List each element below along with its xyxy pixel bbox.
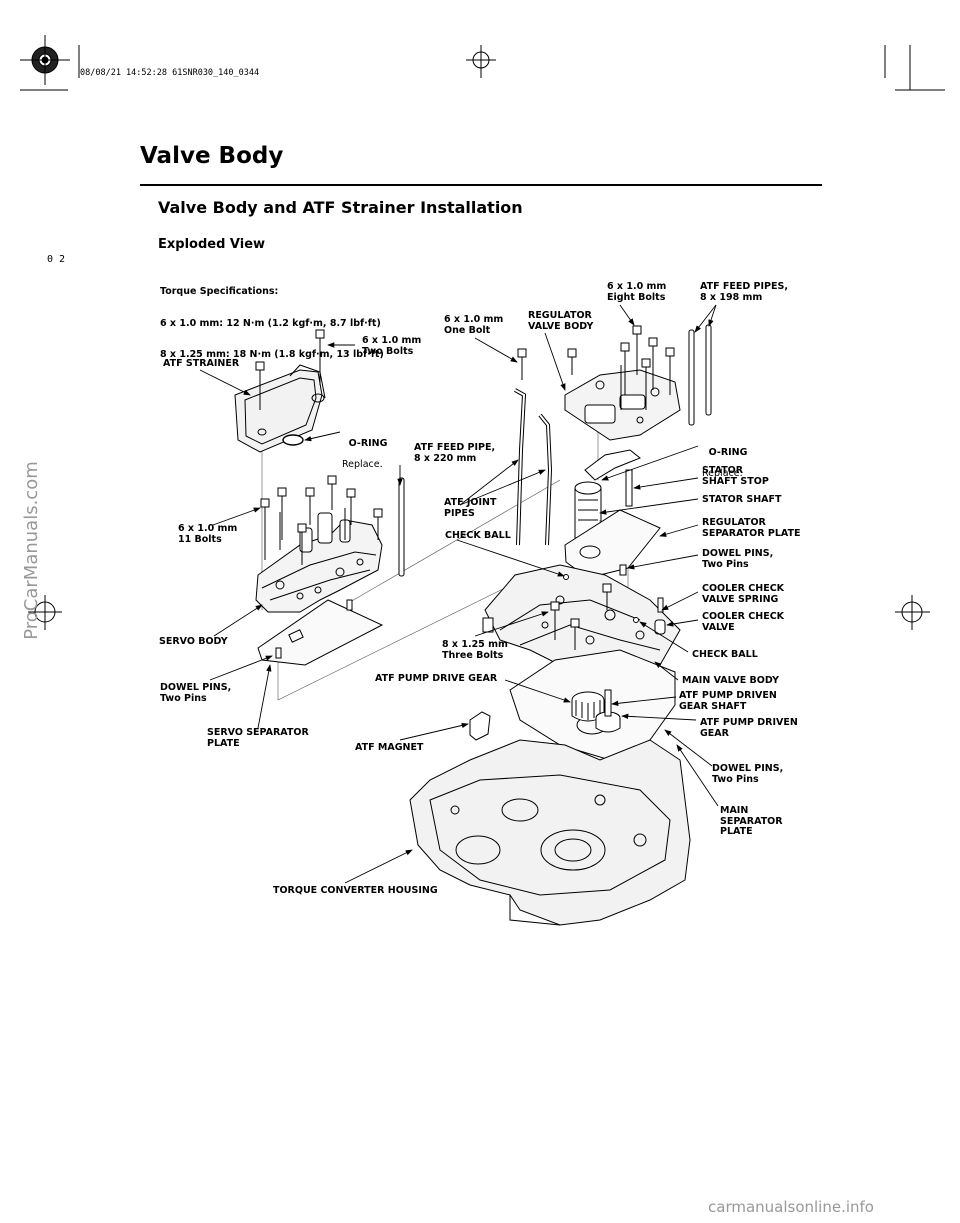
torque-specifications: Torque Specifications: 6 x 1.0 mm: 12 N·…: [160, 266, 384, 371]
servo-body-part: [255, 512, 383, 613]
stator-shaft-stop-part: [584, 449, 641, 481]
label-bolts-11: 6 x 1.0 mm 11 Bolts: [178, 523, 238, 545]
strainer-bolts: [255, 329, 325, 410]
regulator-valve-body-part: [564, 369, 681, 441]
view-title: Exploded View: [158, 237, 266, 252]
label-dowel-right-2: DOWEL PINS, Two Pins: [712, 763, 784, 785]
label-bolt-one: 6 x 1.0 mm One Bolt: [444, 314, 504, 336]
torque-line-2: 8 x 1.25 mm: 18 N·m (1.8 kgf·m, 13 lbf·f…: [160, 349, 384, 360]
side-watermark: ProCarManuals.com: [20, 461, 42, 640]
label-oring-left: O-RING Replace.: [342, 428, 387, 481]
regulator-bolts: [517, 325, 675, 410]
footer-watermark: carmanualsonline.info: [708, 1198, 874, 1216]
torque-line-1: 6 x 1.0 mm: 12 N·m (1.2 kgf·m, 8.7 lbf·f…: [160, 317, 381, 329]
side-mark: 0 2: [47, 254, 66, 265]
check-ball-left: [563, 574, 569, 580]
torque-converter-housing-part: [409, 739, 691, 926]
page-title: Valve Body and ATF Strainer Installation: [158, 198, 523, 217]
o-ring-left-part: [282, 434, 304, 446]
label-dowel-right-1: DOWEL PINS, Two Pins: [702, 548, 774, 570]
label-bolts-two: 6 x 1.0 mm Two Bolts: [362, 335, 422, 357]
label-joint-pipes: ATF JOINT PIPES: [444, 497, 497, 519]
print-timestamp: 08/08/21 14:52:28 61SNR030_140_0344: [80, 68, 260, 78]
oring-right-note: Replace.: [702, 467, 743, 479]
label-stator-shaft: STATOR SHAFT: [702, 494, 782, 505]
label-feed-pipe: ATF FEED PIPE, 8 x 220 mm: [414, 442, 496, 464]
servo-body-bolts: [260, 475, 383, 565]
label-driven-gear: ATF PUMP DRIVEN GEAR: [700, 717, 798, 739]
check-ball-right: [633, 617, 639, 623]
label-check-ball-left: CHECK BALL: [445, 530, 511, 541]
label-regulator-valve-body: REGULATOR VALVE BODY: [528, 310, 594, 332]
oring-left-note: Replace.: [342, 458, 383, 470]
atf-magnet-part: [469, 711, 491, 741]
label-atf-magnet: ATF MAGNET: [355, 742, 424, 753]
label-main-valve-body: MAIN VALVE BODY: [682, 675, 779, 686]
servo-separator-plate-part: [257, 599, 384, 666]
section-title: Valve Body: [140, 143, 284, 169]
label-torque-converter-housing: TORQUE CONVERTER HOUSING: [273, 885, 438, 896]
main-valve-bolts: [550, 583, 612, 650]
atf-feed-pipes-part: [688, 324, 712, 426]
label-main-separator: MAIN SEPARATOR PLATE: [720, 805, 783, 837]
label-driven-gear-shaft: ATF PUMP DRIVEN GEAR SHAFT: [679, 690, 777, 712]
atf-pump-drive-gear-part: [571, 691, 605, 722]
main-valve-body-part: [482, 564, 681, 681]
atf-strainer-part: [234, 364, 326, 453]
atf-pump-driven-gear-part: [595, 689, 621, 733]
label-feed-pipes: ATF FEED PIPES, 8 x 198 mm: [700, 281, 788, 303]
label-oring-right: O-RING Replace.: [702, 437, 747, 490]
torque-heading: Torque Specifications:: [160, 286, 279, 297]
label-check-ball-right: CHECK BALL: [692, 649, 758, 660]
label-atf-strainer: ATF STRAINER: [163, 358, 240, 369]
label-dowel-left: DOWEL PINS, Two Pins: [160, 682, 232, 704]
label-servo-separator: SERVO SEPARATOR PLATE: [207, 727, 309, 749]
label-bolts-eight: 6 x 1.0 mm Eight Bolts: [607, 281, 667, 303]
label-regulator-separator: REGULATOR SEPARATOR PLATE: [702, 517, 801, 539]
stator-shaft-pin: [625, 469, 633, 507]
label-stator-stop: STATOR SHAFT STOP: [702, 465, 769, 487]
atf-feed-pipe-220-part: [398, 477, 405, 577]
label-cooler-spring: COOLER CHECK VALVE SPRING: [702, 583, 785, 605]
label-servo-body: SERVO BODY: [159, 636, 228, 647]
oring-right-name: O-RING: [708, 446, 748, 458]
label-cooler-valve: COOLER CHECK VALVE: [702, 611, 785, 633]
label-pump-drive-gear: ATF PUMP DRIVE GEAR: [375, 673, 498, 684]
label-bolts-three: 8 x 1.25 mm Three Bolts: [442, 639, 508, 661]
oring-left-name: O-RING: [348, 437, 388, 449]
atf-joint-pipes-part: [514, 388, 553, 546]
